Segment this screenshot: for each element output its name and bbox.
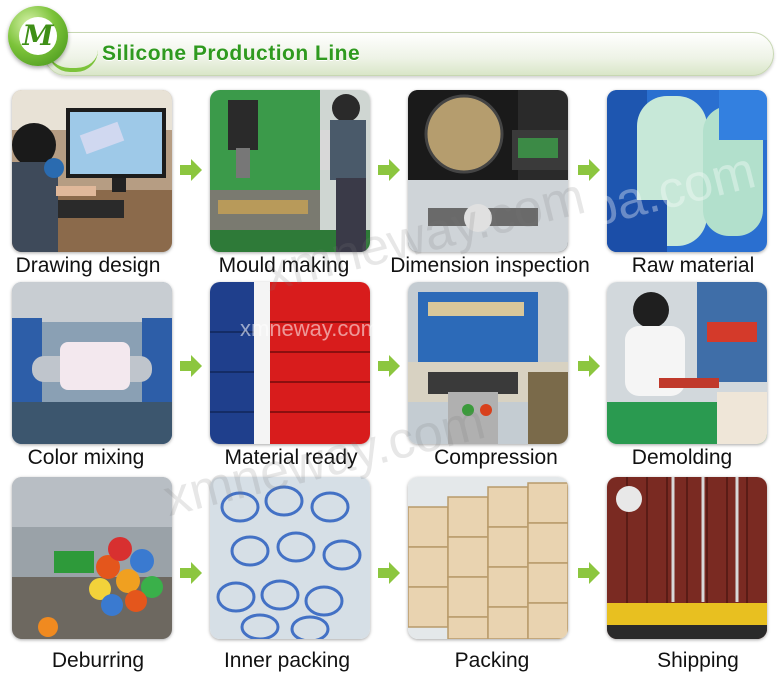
page-header: M Silicone Production Line: [0, 0, 780, 80]
step-tile-demolding: [607, 282, 767, 444]
step-tile-inner-packing: [210, 477, 370, 639]
roller-mill-icon: [12, 282, 172, 444]
step-caption: Deburring: [51, 649, 145, 672]
arrow-right-icon: [578, 562, 600, 584]
projector-gauge-icon: [408, 90, 568, 252]
brand-logo: M: [8, 6, 68, 66]
carton-boxes-icon: [408, 477, 568, 639]
arrow-right-icon: [378, 355, 400, 377]
step-caption: Compression: [434, 446, 558, 469]
step-tile-material-ready: [210, 282, 370, 444]
step-caption: Material ready: [224, 446, 358, 469]
step-tile-drawing-design: [12, 90, 172, 252]
step-caption: Demolding: [631, 446, 733, 469]
computer-design-icon: [12, 90, 172, 252]
step-tile-mould-making: [210, 90, 370, 252]
step-tile-packing: [408, 477, 568, 639]
step-tile-deburring: [12, 477, 172, 639]
arrow-right-icon: [180, 355, 202, 377]
step-tile-color-mixing: [12, 282, 172, 444]
arrow-right-icon: [378, 159, 400, 181]
arrow-right-icon: [180, 562, 202, 584]
sheets-stack-icon: [210, 282, 370, 444]
title-banner: [44, 32, 774, 76]
step-caption: Raw material: [631, 254, 755, 277]
step-tile-compression: [408, 282, 568, 444]
container-icon: [607, 477, 767, 639]
cnc-machine-icon: [210, 90, 370, 252]
step-caption: Color mixing: [27, 446, 145, 469]
parts-pile-icon: [12, 477, 172, 639]
demold-worker-icon: [607, 282, 767, 444]
step-caption: Drawing design: [15, 254, 161, 277]
silicone-bags-icon: [607, 90, 767, 252]
step-caption: Shipping: [657, 649, 739, 672]
step-tile-raw-material: [607, 90, 767, 252]
logo-swoosh: [48, 50, 98, 72]
step-caption: Dimension inspection: [390, 254, 590, 277]
arrow-right-icon: [578, 159, 600, 181]
step-caption: Mould making: [218, 254, 350, 277]
step-tile-shipping: [607, 477, 767, 639]
page-title: Silicone Production Line: [102, 42, 361, 65]
arrow-right-icon: [378, 562, 400, 584]
bagged-parts-icon: [210, 477, 370, 639]
arrow-right-icon: [180, 159, 202, 181]
logo-letter: M: [19, 17, 57, 55]
step-tile-dimension-inspection: [408, 90, 568, 252]
arrow-right-icon: [578, 355, 600, 377]
step-caption: Inner packing: [223, 649, 351, 672]
press-machine-icon: [408, 282, 568, 444]
step-caption: Packing: [454, 649, 530, 672]
